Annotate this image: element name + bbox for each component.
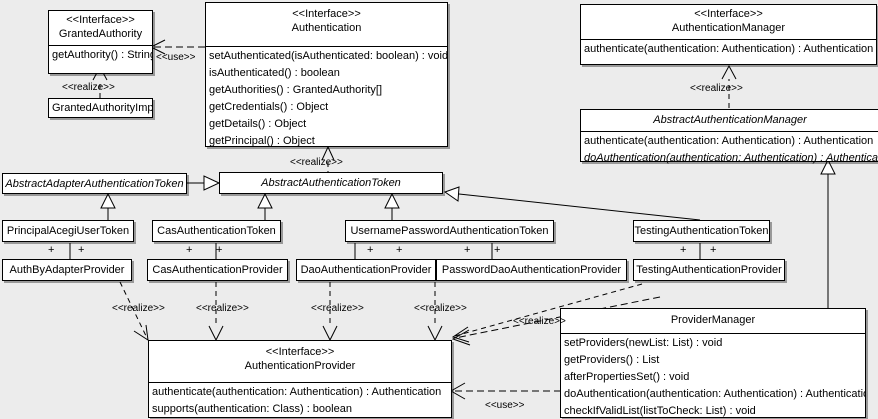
class-authentication-manager[interactable]: <<Interface>> AuthenticationManager auth… <box>580 4 877 65</box>
class-authentication[interactable]: <<Interface>> Authentication setAuthenti… <box>205 2 448 147</box>
connector-generalization-provider-manager <box>820 158 836 308</box>
class-abstract-authentication-token[interactable]: AbstractAuthenticationToken <box>219 172 443 194</box>
section-divider <box>581 39 876 40</box>
class-header: <<Interface>> GrantedAuthority <box>49 11 152 45</box>
class-principal-acegi-user-token[interactable]: PrincipalAcegiUserToken <box>2 220 134 242</box>
section-divider <box>149 382 451 383</box>
member-row: getPrincipal() : Object <box>209 135 315 147</box>
member-row: authenticate(authentication: Authenticat… <box>584 43 874 55</box>
connector-generalization-abstract-adapter-token <box>186 175 221 191</box>
class-abstract-authentication-manager[interactable]: AbstractAuthenticationManager authentica… <box>580 109 878 164</box>
stereotype-label: <<Interface>> <box>292 8 361 20</box>
connector-generalization-testing-token <box>443 186 701 221</box>
edge-label-use-granted-authority: <<use>> <box>156 52 196 63</box>
class-header: ProviderManager <box>561 309 865 333</box>
class-name-label: AuthenticationManager <box>671 22 786 34</box>
class-header: <<Interface>> AuthenticationManager <box>581 5 876 39</box>
edge-label-realize-abstract-authentication-token: <<realize>> <box>290 157 343 168</box>
class-name-label: GrantedAuthority <box>58 28 143 40</box>
class-password-dao-authentication-provider[interactable]: PasswordDaoAuthenticationProvider <box>436 259 627 281</box>
connector-generalization-principal-acegi-token <box>100 192 116 220</box>
class-cas-authentication-token[interactable]: CasAuthenticationToken <box>152 220 281 242</box>
section-divider <box>206 46 447 47</box>
class-cas-authentication-provider[interactable]: CasAuthenticationProvider <box>147 259 288 281</box>
association-plus-marker: + <box>186 244 193 256</box>
edge-label-realize-cas-provider: <<realize>> <box>196 303 249 314</box>
member-list: authenticate(authentication: Authenticat… <box>581 40 876 59</box>
connector-realize-testing-provider <box>451 283 643 343</box>
edge-label-realize-password-dao-provider: <<realize>> <box>414 303 467 314</box>
member-row: getCredentials() : Object <box>209 101 329 113</box>
edge-label-realize-granted-authority-impl: <<realize>> <box>62 82 115 93</box>
class-authentication-provider[interactable]: <<Interface>> AuthenticationProvider aut… <box>148 340 452 418</box>
edge-label-realize-dao-provider: <<realize>> <box>311 303 364 314</box>
member-row: authenticate(authentication: Authenticat… <box>584 135 874 147</box>
class-granted-authority-impl[interactable]: GrantedAuthorityImpl <box>48 98 153 118</box>
association-plus-marker: + <box>396 244 403 256</box>
member-row: getAuthorities() : GrantedAuthority[] <box>209 84 383 96</box>
association-plus-marker: + <box>494 244 501 256</box>
member-row: checkIfValidList(listToCheck: List) : vo… <box>564 405 756 417</box>
member-row: isAuthenticated() : boolean <box>209 67 340 79</box>
section-divider <box>581 131 878 132</box>
class-testing-authentication-provider[interactable]: TestingAuthenticationProvider <box>633 259 785 281</box>
connector-generalization-cas-token <box>257 192 273 220</box>
member-row: afterPropertiesSet() : void <box>564 371 690 383</box>
connector-realize-abstract-authentication-manager <box>721 64 737 108</box>
class-auth-by-adapter-provider[interactable]: AuthByAdapterProvider <box>2 259 132 281</box>
class-name-label: AbstractAuthenticationManager <box>653 114 807 126</box>
section-divider <box>49 45 152 46</box>
member-row: setProviders(newList: List) : void <box>564 337 723 349</box>
member-row: doAuthentication(authentication: Authent… <box>564 388 865 400</box>
member-list: setProviders(newList: List) : void getPr… <box>561 334 865 419</box>
class-testing-authentication-token[interactable]: TestingAuthenticationToken <box>633 220 770 242</box>
edge-label-realize-provider-manager: <<realize>> <box>513 316 566 327</box>
class-name-label: AuthenticationProvider <box>244 360 356 372</box>
member-list: authenticate(authentication: Authenticat… <box>149 383 451 419</box>
association-plus-marker: + <box>367 244 374 256</box>
class-header: AbstractAuthenticationManager <box>581 110 878 131</box>
connector-generalization-username-password-token <box>384 192 400 220</box>
association-plus-marker: + <box>216 244 223 256</box>
member-list: getAuthority() : String <box>49 46 152 65</box>
class-dao-authentication-provider[interactable]: DaoAuthenticationProvider <box>296 259 436 281</box>
association-plus-marker: + <box>78 244 85 256</box>
edge-label-use-provider-manager: <<use>> <box>485 400 525 411</box>
class-name-label: Authentication <box>291 22 362 34</box>
class-provider-manager[interactable]: ProviderManager setProviders(newList: Li… <box>560 308 866 418</box>
stereotype-label: <<Interface>> <box>265 346 335 358</box>
member-list: setAuthenticated(isAuthenticated: boolea… <box>206 47 447 151</box>
class-granted-authority[interactable]: <<Interface>> GrantedAuthority getAuthor… <box>48 10 153 74</box>
section-divider <box>561 333 865 334</box>
stereotype-label: <<Interface>> <box>66 14 135 26</box>
member-row: doAuthentication(authentication: Authent… <box>584 152 878 164</box>
class-header: <<Interface>> Authentication <box>206 3 447 39</box>
connector-realize-provider-manager <box>451 296 661 346</box>
association-plus-marker: + <box>464 244 471 256</box>
class-abstract-adapter-authentication-token[interactable]: AbstractAdapterAuthenticationToken <box>2 173 187 194</box>
member-row: getAuthority() : String <box>52 49 152 61</box>
member-list: authenticate(authentication: Authenticat… <box>581 132 878 168</box>
edge-label-realize-auth-by-adapter: <<realize>> <box>112 303 165 314</box>
member-row: setAuthenticated(isAuthenticated: boolea… <box>209 50 447 62</box>
class-header: <<Interface>> AuthenticationProvider <box>149 341 451 377</box>
member-row: supports(authentication: Class) : boolea… <box>152 403 352 415</box>
association-plus-marker: + <box>48 244 55 256</box>
member-row: authenticate(authentication: Authenticat… <box>152 386 442 398</box>
association-plus-marker: + <box>680 244 687 256</box>
member-row: getProviders() : List <box>564 354 660 366</box>
class-username-password-authentication-token[interactable]: UsernamePasswordAuthenticationToken <box>345 220 554 242</box>
stereotype-label: <<Interface>> <box>694 8 763 20</box>
association-plus-marker: + <box>710 244 717 256</box>
member-row: getDetails() : Object <box>209 118 307 130</box>
edge-label-realize-abstract-authentication-manager: <<realize>> <box>690 83 743 94</box>
class-name-label: ProviderManager <box>670 314 756 326</box>
